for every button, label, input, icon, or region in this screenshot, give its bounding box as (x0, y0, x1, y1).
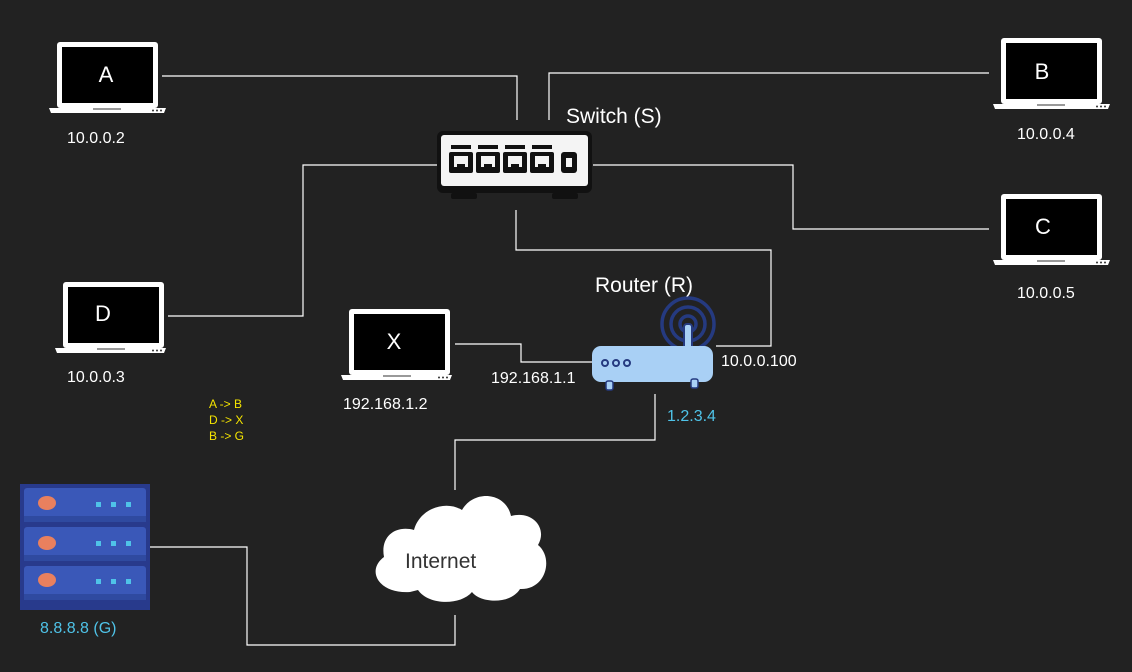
legend-line: D -> X (209, 413, 244, 427)
router-wan-ip: 1.2.3.4 (667, 408, 716, 425)
internet-label: Internet (405, 550, 477, 573)
wire-c-switch (593, 164, 989, 230)
laptop-a-icon (49, 42, 166, 113)
device-x-ip: 192.168.1.2 (343, 396, 428, 413)
device-c-letter: C (1035, 214, 1051, 239)
laptop-b-icon (993, 38, 1110, 109)
device-a-letter: A (98, 62, 114, 87)
router-icon (592, 296, 716, 391)
router-x-side-ip: 192.168.1.1 (491, 370, 576, 387)
router-lan-ip: 10.0.0.100 (721, 353, 797, 370)
device-b-ip: 10.0.0.4 (1017, 126, 1075, 143)
device-x-letter: X (386, 329, 402, 354)
server-label: 8.8.8.8 (G) (40, 620, 117, 637)
switch-label: Switch (S) (566, 105, 662, 128)
switch-icon (437, 131, 592, 199)
device-d-letter: D (95, 301, 111, 326)
wire-server-internet (150, 546, 456, 646)
laptop-x-icon (341, 309, 452, 380)
device-c-ip: 10.0.0.5 (1017, 285, 1075, 302)
connection-lines (150, 72, 989, 646)
device-d-ip: 10.0.0.3 (67, 369, 125, 386)
device-a-ip: 10.0.0.2 (67, 130, 125, 147)
traffic-legend: A -> B D -> X B -> G (209, 396, 244, 444)
wire-d-switch (168, 164, 437, 317)
legend-line: B -> G (209, 429, 245, 443)
wire-a-switch (162, 75, 518, 120)
legend-line: A -> B (209, 397, 243, 411)
laptop-d-icon (55, 282, 166, 353)
device-b-letter: B (1034, 59, 1050, 84)
router-label: Router (R) (595, 274, 694, 297)
wire-router-internet (454, 394, 656, 490)
internet-cloud-icon (375, 495, 547, 602)
server-icon (20, 484, 150, 610)
laptop-c-icon (993, 194, 1110, 265)
wire-switch-router (515, 210, 772, 347)
wire-x-router (455, 343, 592, 363)
wire-b-switch (548, 72, 989, 120)
